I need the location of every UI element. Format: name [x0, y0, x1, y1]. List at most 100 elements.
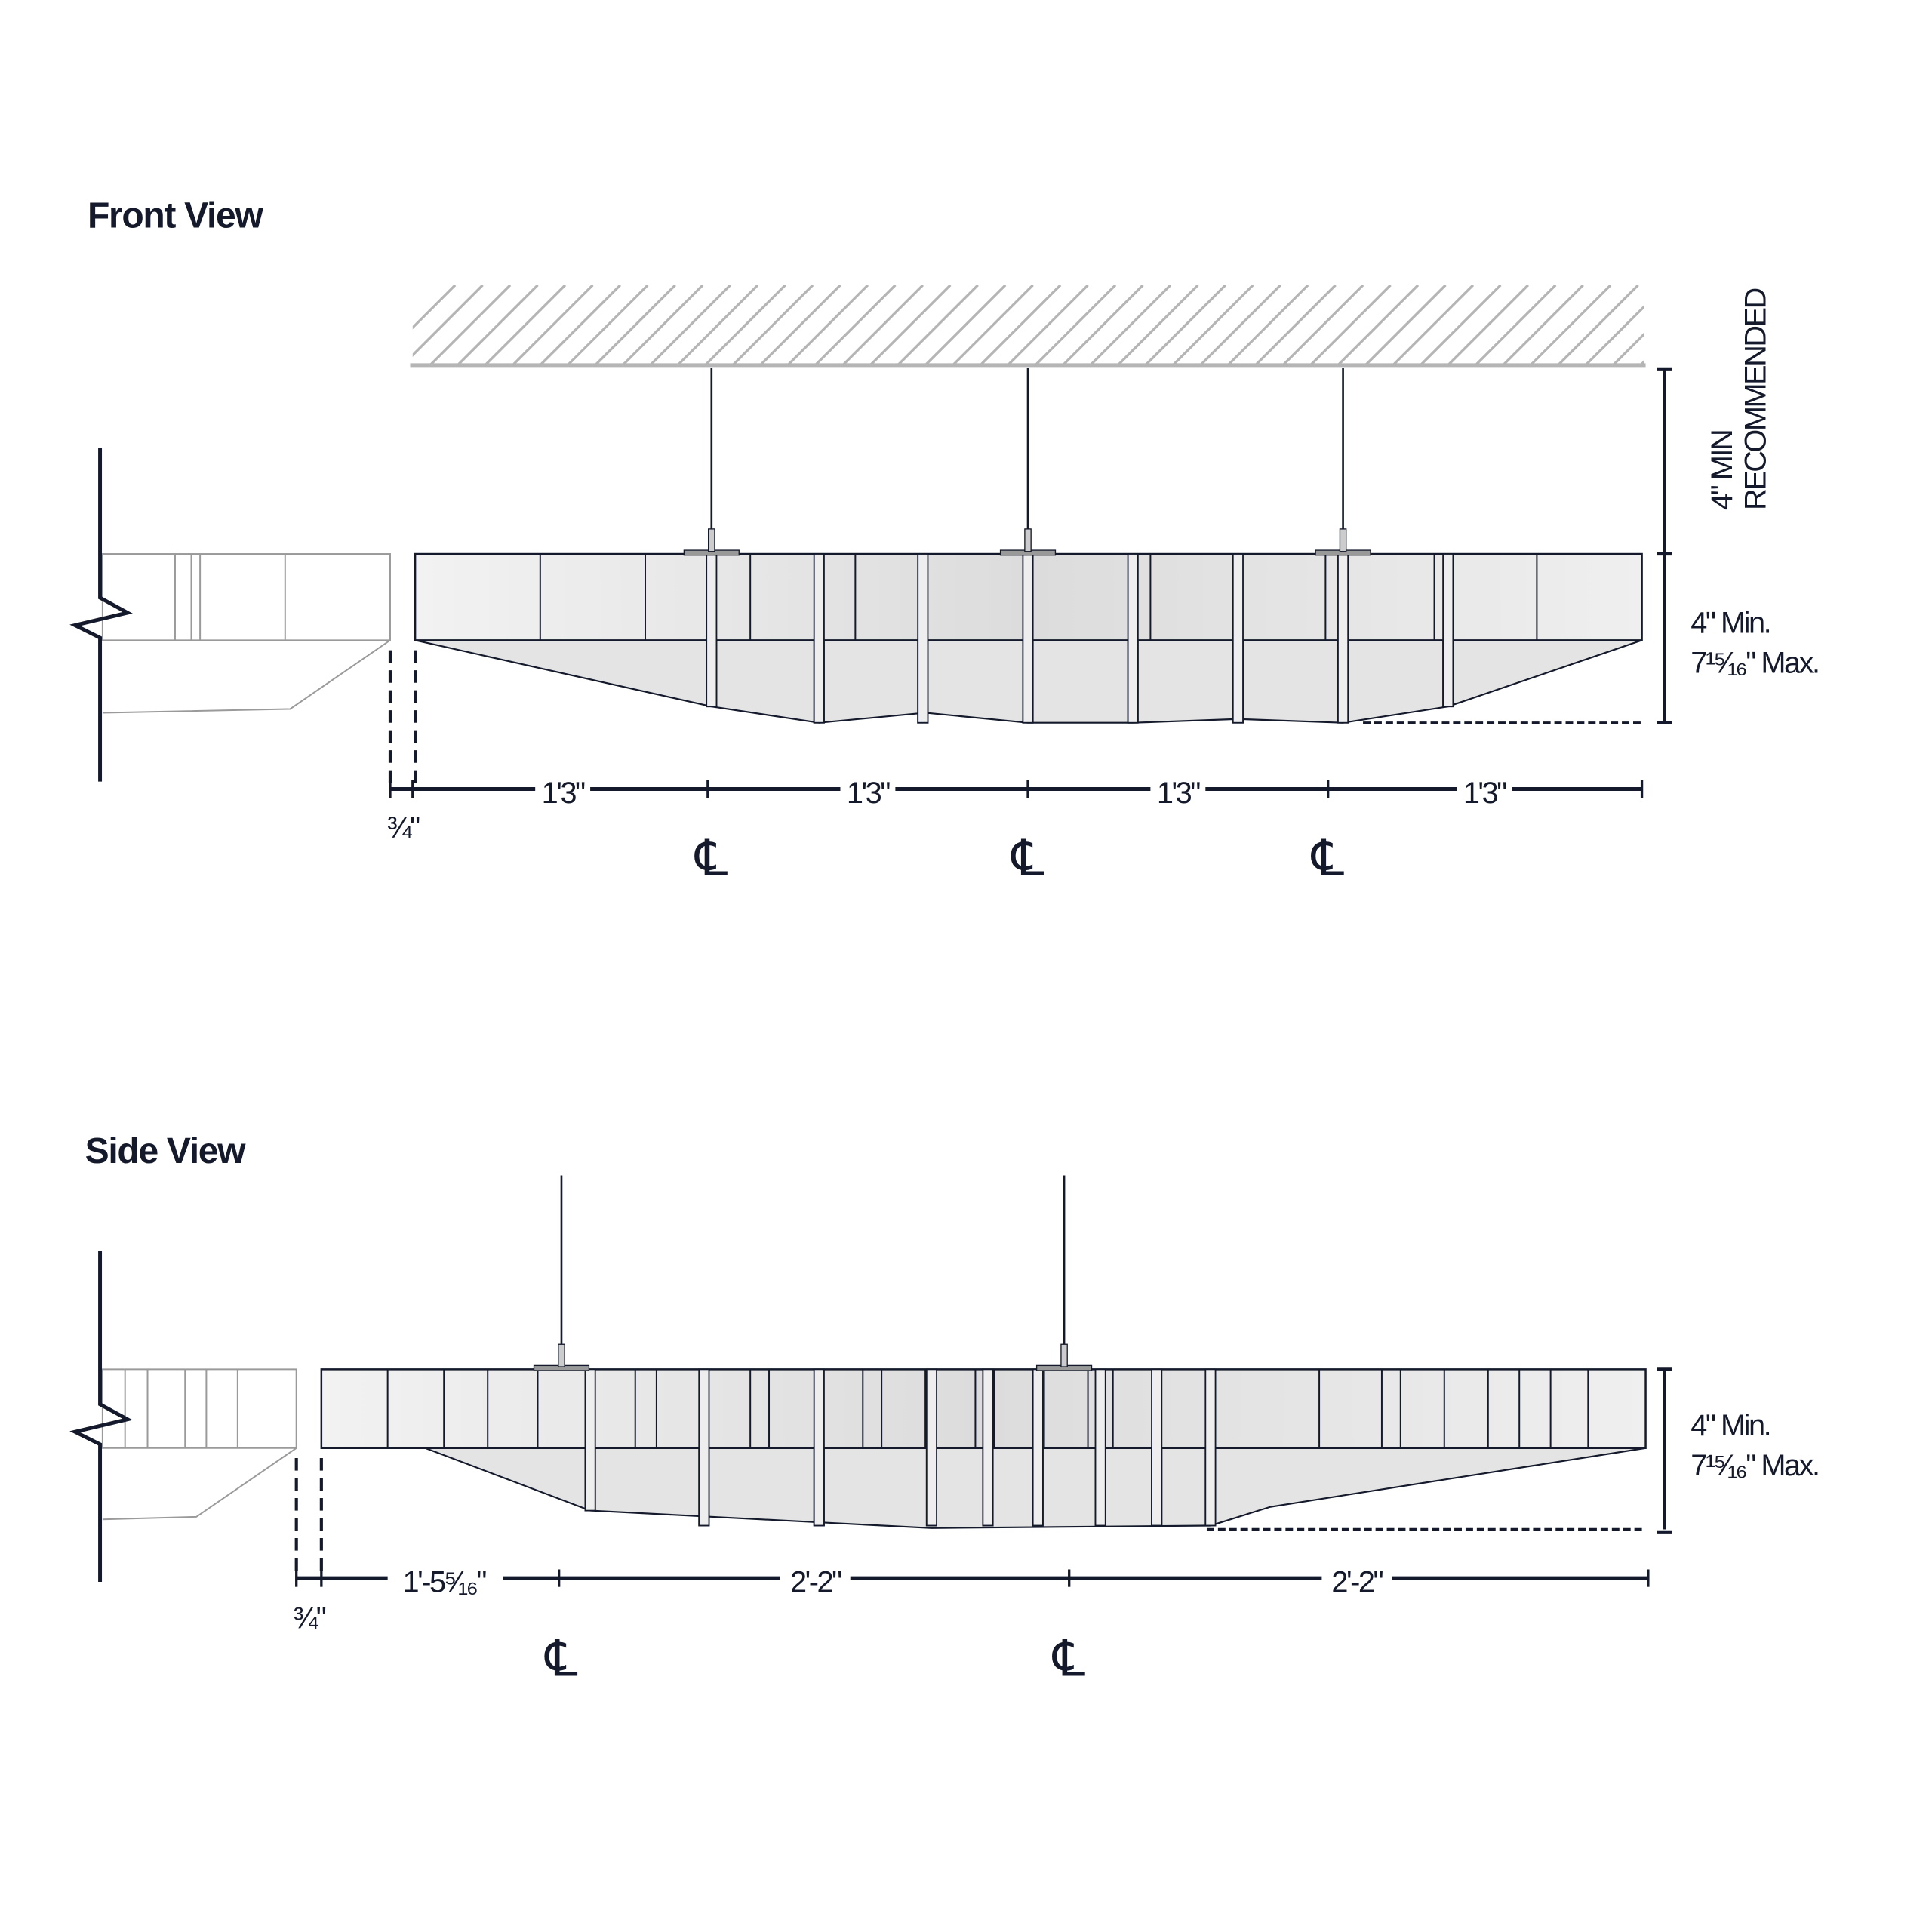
clearance-label: RECOMMENDED [1740, 288, 1773, 510]
front-seg-label: 1'3" [847, 777, 890, 810]
side-offset-label: ¾" [293, 1601, 326, 1635]
cable-gripper [1339, 528, 1347, 552]
hatch-line [1117, 285, 1199, 365]
ghost-edge [102, 639, 391, 714]
hatch-line [594, 285, 676, 365]
ceiling [410, 285, 1646, 368]
hatch-line [1447, 285, 1529, 365]
hatch-line [1364, 285, 1447, 365]
hatch-line [512, 285, 594, 365]
side-dimensions [295, 1569, 1650, 1587]
height-min-label: 4" Min. [1690, 1409, 1770, 1442]
hatch-line [412, 285, 484, 357]
fixture-blade [706, 553, 718, 708]
cable-gripper [558, 1343, 565, 1367]
label-gap [1150, 781, 1206, 797]
front-dimensions [389, 780, 1644, 798]
hatch-line [924, 285, 1007, 365]
hatch-line [649, 285, 731, 365]
fixture-blade [917, 553, 929, 724]
hatch-line [429, 285, 512, 365]
hatch-line [1337, 285, 1420, 365]
hatch-line [567, 285, 649, 365]
hatch-line [814, 285, 897, 365]
centerline-symbol: ℄ [544, 1631, 578, 1687]
ghost-fixture [101, 553, 391, 641]
hatch-line [1475, 285, 1557, 365]
front-seg-label: 1'3" [542, 777, 585, 810]
hatch-line [1226, 285, 1309, 365]
fixture-blade [698, 1368, 710, 1527]
hatch-line [786, 285, 869, 365]
front-fixture [69, 367, 1672, 784]
label-gap [840, 781, 896, 797]
label-gap [1457, 781, 1512, 797]
fixture-blade [1204, 1368, 1217, 1527]
hatch-line [621, 285, 704, 365]
hatch-line [1062, 285, 1144, 365]
wall-break-line [69, 448, 133, 782]
hatch-line [1034, 285, 1117, 365]
front-seg-label: 1'3" [1463, 777, 1506, 810]
hatch-line [704, 285, 786, 365]
ghost-edge [102, 1447, 297, 1521]
hatch-line [539, 285, 622, 365]
hatch-line [1584, 304, 1644, 365]
fixture-blade [982, 1368, 994, 1527]
fixture-blade [1442, 553, 1454, 708]
hatch-line [412, 285, 457, 330]
hatch-line [1007, 285, 1089, 365]
label-gap [535, 781, 591, 797]
hatch-line [1557, 285, 1639, 365]
fixture-blade [584, 1368, 596, 1512]
side-fixture [69, 1175, 1672, 1583]
hatch-line [841, 285, 924, 365]
fixture-blade [1022, 553, 1034, 724]
front-view-title: Front View [88, 196, 263, 236]
ghost-fixture [101, 1368, 297, 1449]
height-max-label: 7¹⁵⁄₁₆" Max. [1690, 1449, 1818, 1482]
height-max-label: 7¹⁵⁄₁₆" Max. [1690, 646, 1818, 679]
fixture-blade [1127, 553, 1139, 724]
fixture-blade [1094, 1368, 1106, 1527]
hatch-line [731, 285, 814, 365]
front-offset-label: ¾" [386, 811, 420, 844]
cable-gripper [1060, 1343, 1068, 1367]
clearance-label: 4" MIN [1706, 431, 1739, 510]
hatch-line [1392, 285, 1475, 365]
hatch-line [1309, 285, 1392, 365]
height-min-label: 4" Min. [1690, 606, 1770, 639]
fixture-blade [1151, 1368, 1163, 1527]
hatch-line [1529, 285, 1612, 365]
hatch-line [1172, 285, 1254, 365]
hatch-line [1254, 285, 1337, 365]
centerline-symbol: ℄ [1310, 831, 1344, 887]
hatch-line [457, 285, 539, 365]
front-seg-label: 1'3" [1157, 777, 1200, 810]
side-view-title: Side View [85, 1131, 246, 1171]
cable-gripper [1024, 528, 1032, 552]
hatch-line [1281, 285, 1364, 365]
fixture-blade [813, 553, 825, 724]
centerline-symbol: ℄ [1051, 1631, 1085, 1687]
hatch-line [952, 285, 1034, 365]
fixture-blade [925, 1368, 937, 1527]
label-gap [1321, 1571, 1392, 1586]
fixture-blade [1337, 553, 1349, 724]
fixture-blade [813, 1368, 825, 1527]
hatch-line [1199, 285, 1281, 365]
wall-break-line [69, 1250, 133, 1583]
hatch-line [484, 285, 567, 365]
fixture-blade [1032, 1368, 1044, 1527]
hatch-line [1612, 332, 1644, 365]
hatch-line [1144, 285, 1226, 365]
side-seg-label: 2'-2" [790, 1565, 841, 1598]
hatch-line [1089, 285, 1172, 365]
centerline-symbol: ℄ [1011, 831, 1044, 887]
label-gap [780, 1571, 851, 1586]
hatch-line [869, 285, 952, 365]
hatch-line [1502, 285, 1584, 365]
hatch-line [676, 285, 759, 365]
